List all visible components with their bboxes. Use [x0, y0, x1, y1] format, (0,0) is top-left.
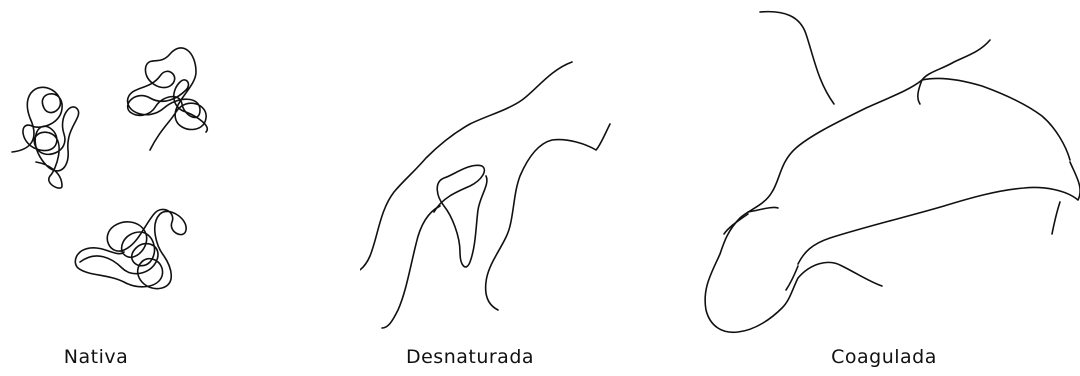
denatured-chain-4	[486, 124, 610, 310]
panel-denatured: Desnaturada	[360, 0, 720, 376]
native-coils-drawing	[0, 0, 360, 376]
coagulated-chain-7	[918, 80, 922, 104]
coagulated-chain-1	[760, 12, 834, 104]
panel-native: Nativa	[0, 0, 360, 376]
caption-denatured: Desnaturada	[406, 346, 534, 368]
coagulated-chain-6	[724, 214, 748, 234]
denatured-chain-3	[382, 206, 440, 328]
native-coil-2	[128, 48, 208, 150]
denatured-chains-drawing	[360, 0, 720, 376]
coagulated-chain-8	[786, 266, 798, 290]
coagulated-chain-3	[922, 78, 1070, 160]
native-coil-3	[75, 209, 186, 288]
native-coil-1	[12, 87, 79, 188]
panel-coagulated: Coagulada	[700, 0, 1080, 376]
caption-coagulated: Coagulada	[831, 346, 937, 368]
coagulated-chain-9	[1052, 202, 1060, 234]
denatured-chain-2	[434, 165, 487, 267]
caption-native: Nativa	[64, 346, 128, 368]
coagulated-chain-2	[705, 40, 990, 332]
coagulated-aggregate-drawing	[700, 0, 1080, 376]
coagulated-chain-4	[798, 162, 1080, 264]
